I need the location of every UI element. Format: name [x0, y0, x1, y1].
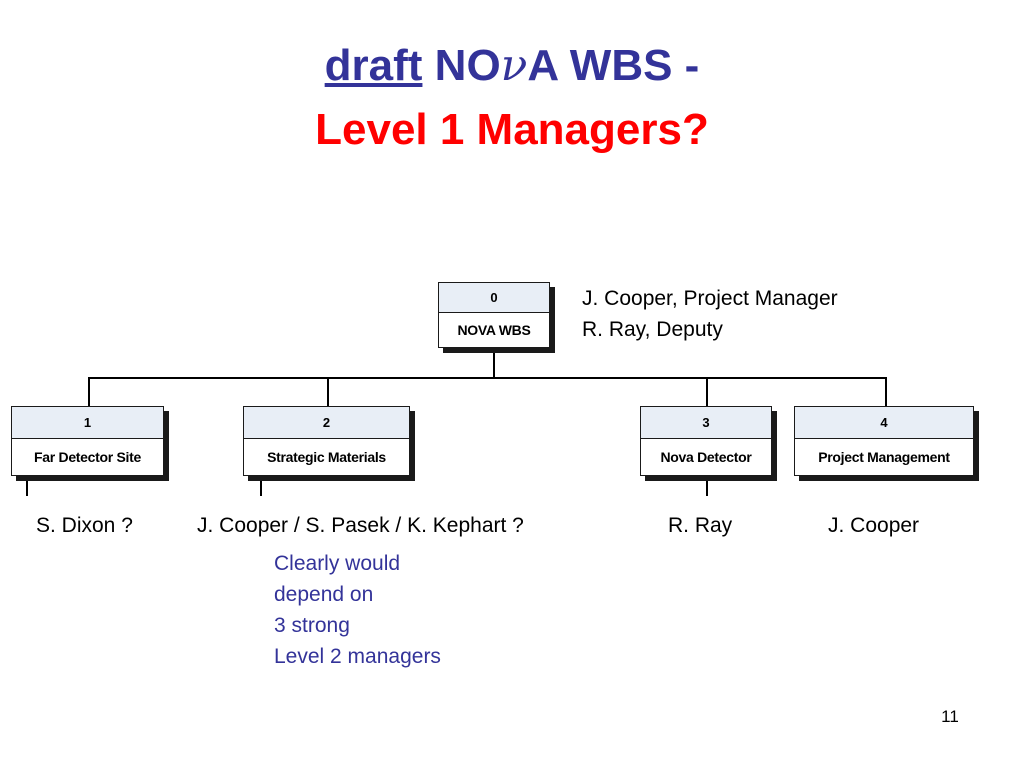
root-manager-line2: R. Ray, Deputy	[582, 318, 723, 341]
branch-connector-1	[88, 377, 90, 407]
title-rest: A WBS -	[527, 41, 700, 90]
slide-number: 11	[941, 707, 959, 726]
note-line: Clearly would	[274, 552, 401, 575]
wbs-label: Far Detector Site	[34, 449, 141, 466]
wbs-label: Strategic Materials	[267, 449, 386, 466]
wbs-number: 2	[244, 407, 409, 439]
slide-title-line1: draft NOνA WBS -	[0, 40, 1024, 92]
wbs-label: NOVA WBS	[457, 322, 531, 339]
note-text: Clearly would depend on 3 strong Level 2…	[274, 548, 441, 672]
branch-connector-2	[327, 377, 329, 407]
slide-title-line2: Level 1 Managers?	[315, 105, 709, 154]
wbs-box-root: 0 NOVA WBS	[438, 282, 550, 348]
wbs-box-1: 1 Far Detector Site	[11, 406, 164, 476]
stub-2	[260, 476, 262, 496]
stub-1	[26, 476, 28, 496]
manager-2: J. Cooper / S. Pasek / K. Kephart ?	[197, 514, 524, 537]
root-connector	[493, 348, 495, 378]
manager-4: J. Cooper	[828, 514, 920, 537]
stub-3	[706, 476, 708, 496]
branch-connector-4	[885, 377, 887, 407]
wbs-number: 0	[439, 283, 549, 313]
title-draft: draft	[324, 41, 423, 90]
note-line: depend on	[274, 583, 374, 606]
wbs-box-2: 2 Strategic Materials	[243, 406, 410, 476]
manager-1: S. Dixon ?	[36, 514, 133, 537]
note-line: Level 2 managers	[274, 645, 441, 668]
wbs-box-3: 3 Nova Detector	[640, 406, 772, 476]
wbs-number: 4	[795, 407, 973, 439]
horizontal-connector	[88, 377, 887, 379]
note-line: 3 strong	[274, 614, 350, 637]
wbs-label: Project Management	[818, 449, 950, 466]
wbs-number: 3	[641, 407, 771, 439]
root-manager-line1: J. Cooper, Project Manager	[582, 287, 838, 310]
branch-connector-3	[706, 377, 708, 407]
wbs-label: Nova Detector	[660, 449, 752, 466]
wbs-number: 1	[12, 407, 163, 439]
title-nu-symbol: ν	[500, 40, 528, 91]
manager-3: R. Ray	[668, 514, 733, 537]
wbs-box-4: 4 Project Management	[794, 406, 974, 476]
title-no: NO	[434, 41, 501, 90]
